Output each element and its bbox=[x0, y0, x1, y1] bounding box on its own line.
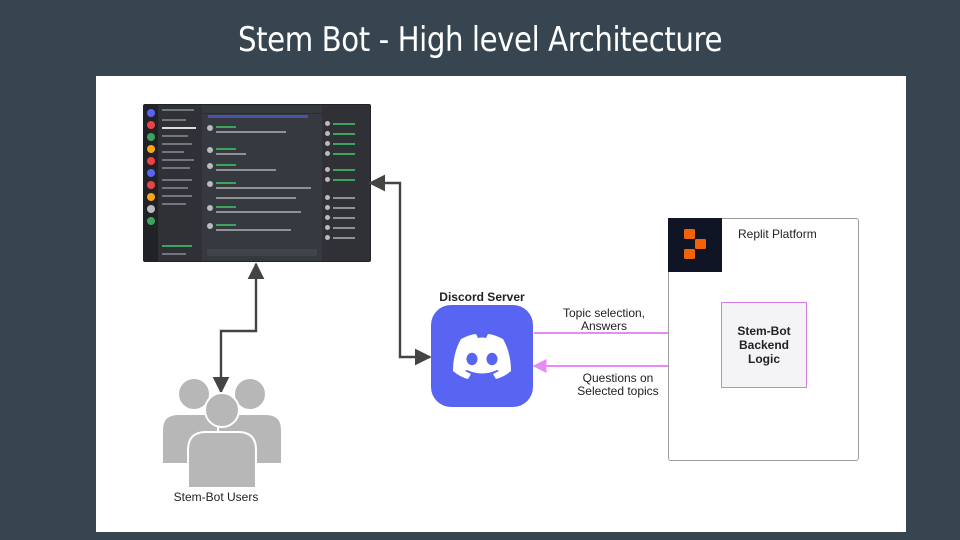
slide-title: Stem Bot - High level Architecture bbox=[237, 20, 723, 60]
replit-platform-label: Replit Platform bbox=[738, 227, 817, 241]
from-backend-label: Questions on Selected topics bbox=[577, 371, 659, 398]
users-group-icon bbox=[161, 377, 283, 489]
discord-channel-list bbox=[158, 105, 202, 261]
discord-server-list bbox=[144, 105, 158, 261]
client-server-connector bbox=[368, 174, 432, 366]
discord-member-list bbox=[322, 105, 370, 261]
diagram-canvas: Discord Server Topic selection, Answers … bbox=[96, 76, 906, 532]
users-client-connector bbox=[212, 262, 265, 394]
discord-server-label: Discord Server bbox=[439, 290, 525, 304]
replit-logo-tile bbox=[668, 218, 722, 272]
users-label: Stem-Bot Users bbox=[173, 490, 259, 504]
discord-client-screenshot bbox=[143, 104, 371, 262]
to-backend-label: Topic selection, Answers bbox=[562, 306, 646, 333]
discord-icon bbox=[431, 305, 533, 407]
backend-logic-box: Stem-Bot Backend Logic bbox=[721, 302, 807, 388]
discord-chat-area bbox=[202, 105, 322, 261]
backend-logic-label: Stem-Bot Backend Logic bbox=[737, 324, 791, 366]
